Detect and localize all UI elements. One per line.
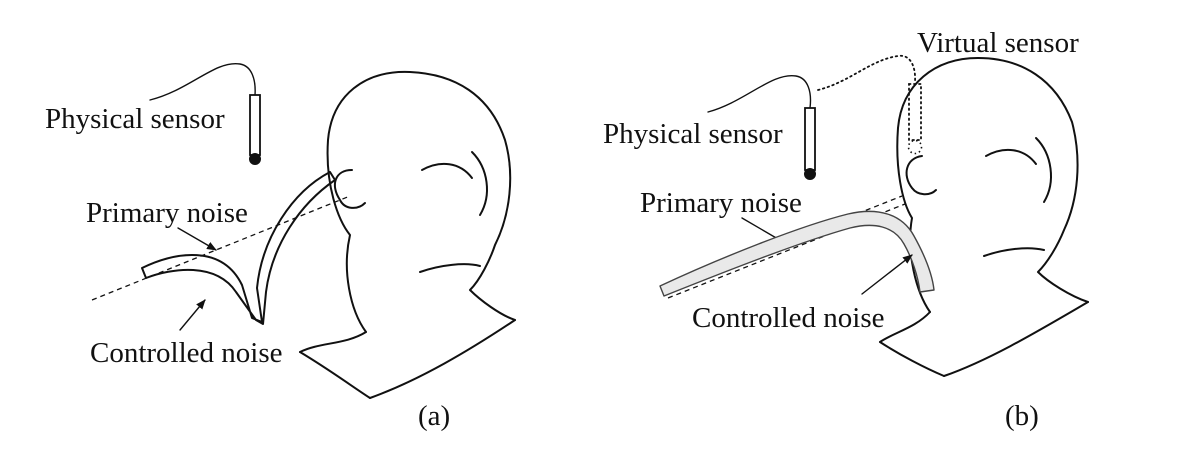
physical-sensor-label-a: Physical sensor bbox=[45, 103, 225, 135]
primary-noise-label-b: Primary noise bbox=[640, 187, 802, 219]
sensor-probe-b bbox=[804, 107, 816, 171]
caption-b: (b) bbox=[1005, 400, 1039, 432]
primary-noise-line-a bbox=[91, 195, 351, 301]
sensor-cable-b bbox=[707, 75, 812, 113]
primary-noise-pointer-a bbox=[177, 227, 217, 251]
sensor-probe-a bbox=[249, 94, 261, 156]
controlled-noise-ribbon-b bbox=[659, 210, 935, 297]
primary-noise-label-a: Primary noise bbox=[86, 197, 248, 229]
caption-a: (a) bbox=[418, 400, 450, 432]
sensor-cable-a bbox=[149, 63, 256, 101]
controlled-noise-band-b bbox=[659, 210, 935, 297]
panel-a: Physical sensor Primary noise Controlled… bbox=[45, 63, 516, 432]
panel-b: Virtual sensor Physical sensor Primary n… bbox=[603, 27, 1089, 432]
virtual-sensor-cable-b bbox=[817, 54, 916, 91]
physical-sensor-b bbox=[707, 75, 816, 180]
virtual-sensor-b bbox=[817, 54, 923, 155]
virtual-sensor-label-b: Virtual sensor bbox=[917, 27, 1079, 59]
controlled-noise-pointer-b bbox=[861, 254, 913, 295]
controlled-noise-label-b: Controlled noise bbox=[692, 302, 885, 334]
controlled-noise-label-a: Controlled noise bbox=[90, 337, 283, 369]
virtual-sensor-probe-b bbox=[908, 83, 922, 141]
head-illustration-b bbox=[879, 57, 1089, 377]
primary-noise-line-b-lower bbox=[667, 203, 906, 299]
head-illustration-a bbox=[299, 70, 516, 399]
controlled-noise-ribbon-a bbox=[141, 171, 336, 325]
sensor-tip-b bbox=[804, 168, 816, 180]
virtual-sensor-tip-b bbox=[907, 139, 923, 155]
physical-sensor-label-b: Physical sensor bbox=[603, 118, 783, 150]
sensor-tip-a bbox=[249, 153, 261, 165]
physical-sensor-a bbox=[149, 63, 261, 165]
controlled-noise-pointer-a bbox=[179, 299, 206, 331]
